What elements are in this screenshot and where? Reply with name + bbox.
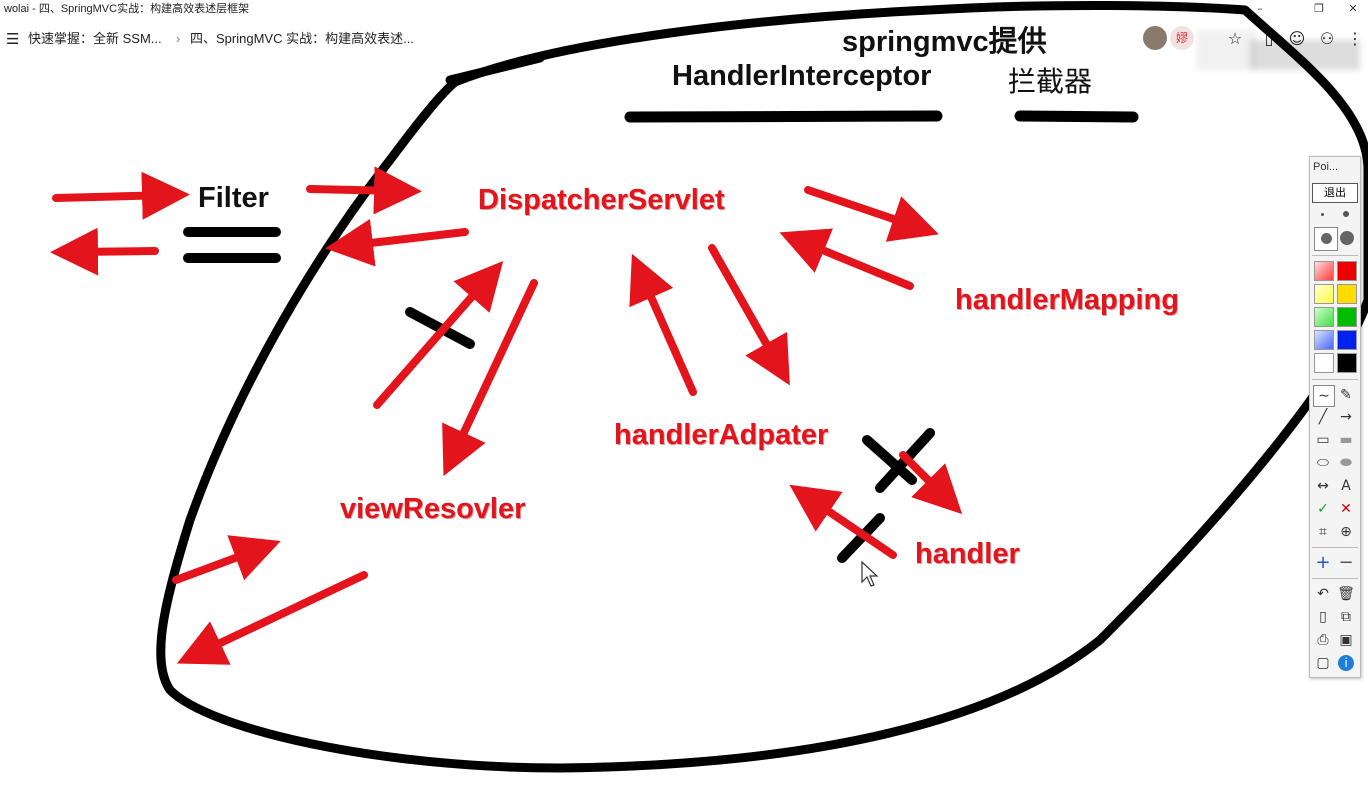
screenshot-icon[interactable]: ▢	[1316, 655, 1330, 671]
user-icon[interactable]: ⚇	[1319, 29, 1335, 48]
arrow-dispatcher-to-adapter	[708, 244, 790, 386]
more-icon[interactable]: ⋮	[1347, 29, 1363, 48]
diagram-title-springmvc: springmvc提供	[842, 26, 1047, 58]
color-swatch-light-green[interactable]	[1314, 307, 1334, 327]
menu-icon[interactable]: ☰	[6, 30, 20, 48]
cross-mark-icon[interactable]: ✕	[1340, 501, 1352, 517]
arrow-filter-to-dispatcher	[306, 166, 422, 215]
pen-size-selected[interactable]	[1314, 227, 1338, 251]
info-icon[interactable]: i	[1338, 655, 1354, 671]
pointofix-toolbar: Poi... 退出 ∼ ✎ ╱ → ▭ ▬ ⬭ ⬬ ↔ A ✓ ✕ ⌗ ⊕ + …	[1309, 156, 1361, 678]
avatar-secondary[interactable]: 嫪	[1170, 26, 1194, 50]
eraser-icon[interactable]: ✎	[1340, 387, 1352, 403]
breadcrumb-item-course[interactable]: 快速掌握：全新 SSM...	[28, 31, 162, 46]
window-title-bar: wolai - 四、SpringMVC实战：构建高效表述层框架 – ❐ ✕	[0, 0, 1368, 18]
arrow-adapter-to-dispatcher	[629, 253, 697, 396]
copy-icon[interactable]: ⧉	[1341, 609, 1351, 625]
filled-ellipse-icon[interactable]: ⬬	[1340, 455, 1352, 471]
label-dispatcher-servlet: DispatcherServlet	[478, 184, 725, 216]
arrow-tool-icon[interactable]: →	[1340, 409, 1352, 425]
arrow-adapter-to-handler	[899, 451, 963, 515]
label-handler-adapter: handlerAdpater	[614, 419, 829, 451]
arrow-request-in	[52, 171, 190, 220]
comment-icon[interactable]: ☺	[1288, 29, 1306, 48]
avatar[interactable]	[1143, 26, 1167, 50]
arrow-dispatcher-to-resolver	[442, 279, 538, 477]
exit-button[interactable]: 退出	[1312, 183, 1358, 203]
close-icon[interactable]: ✕	[1348, 2, 1358, 15]
color-swatch-light-blue[interactable]	[1314, 330, 1334, 350]
filled-rectangle-icon[interactable]: ▬	[1339, 432, 1353, 448]
pointer-cursor-icon	[861, 560, 879, 587]
new-page-icon[interactable]: ▯	[1319, 609, 1327, 625]
zoom-icon[interactable]: ⊕	[1340, 524, 1352, 540]
arrow-resolver-to-dispatcher	[373, 260, 504, 409]
checkmark-icon[interactable]: ✓	[1317, 501, 1329, 517]
block-mark-handler-1b	[862, 435, 917, 485]
color-swatch-yellow[interactable]	[1337, 284, 1357, 304]
label-interceptor-cn: 拦截器	[1008, 65, 1093, 98]
arrow-dispatcher-to-mapping	[804, 186, 939, 242]
black-outline-loop	[156, 0, 1368, 773]
crop-icon[interactable]: ⌗	[1319, 524, 1327, 540]
label-handler: handler	[915, 538, 1020, 570]
pen-size-large-icon[interactable]	[1340, 231, 1354, 245]
arrow-response-out	[50, 227, 159, 276]
line-tool-icon[interactable]: ╱	[1318, 409, 1328, 425]
color-swatch-green[interactable]	[1337, 307, 1357, 327]
save-icon[interactable]: ▣	[1339, 632, 1353, 648]
star-icon[interactable]: ☆	[1227, 29, 1243, 48]
text-tool-icon[interactable]: A	[1341, 478, 1351, 494]
color-swatch-red[interactable]	[1337, 261, 1357, 281]
color-swatch-light-yellow[interactable]	[1314, 284, 1334, 304]
pen-size-medium-icon[interactable]	[1343, 211, 1349, 217]
minimize-icon[interactable]: –	[1257, 2, 1263, 15]
ellipse-tool-icon[interactable]: ⬭	[1317, 455, 1329, 471]
underline-cn	[1014, 110, 1139, 123]
breadcrumb-item-chapter[interactable]: 四、SpringMVC 实战：构建高效表述...	[190, 31, 414, 46]
plus-icon[interactable]: +	[1315, 552, 1331, 573]
pen-size-small-icon[interactable]	[1321, 213, 1324, 216]
minus-icon[interactable]: −	[1338, 552, 1354, 573]
arrow-view-in	[172, 535, 281, 584]
watermark-blur	[1196, 30, 1256, 70]
label-handler-interceptor: HandlerInterceptor	[672, 60, 932, 92]
arrow-dispatcher-to-filter	[325, 218, 469, 267]
color-swatch-light-red[interactable]	[1314, 261, 1334, 281]
arrow-view-out	[176, 571, 368, 665]
underline-interceptor	[624, 110, 943, 123]
label-filter: Filter	[198, 182, 269, 214]
black-stroke-top	[445, 53, 545, 85]
color-swatch-black[interactable]	[1337, 353, 1357, 373]
label-handler-mapping: handlerMapping	[955, 284, 1179, 316]
print-icon[interactable]: ⎙	[1317, 632, 1329, 648]
double-arrow-icon[interactable]: ↔	[1317, 478, 1329, 494]
freehand-icon[interactable]: ∼	[1313, 385, 1335, 407]
book-icon[interactable]: ▯	[1264, 29, 1274, 48]
arrow-handler-to-adapter	[789, 484, 897, 559]
rectangle-tool-icon[interactable]: ▭	[1316, 432, 1330, 448]
arrow-mapping-to-dispatcher	[779, 228, 914, 290]
toolbar-title: Poi...	[1313, 161, 1339, 173]
chevron-right-icon: ›	[176, 31, 181, 46]
trash-icon[interactable]: 🗑	[1337, 586, 1355, 602]
undo-icon[interactable]: ↶	[1317, 586, 1329, 602]
color-swatch-white[interactable]	[1314, 353, 1334, 373]
window-title: wolai - 四、SpringMVC实战：构建高效表述层框架	[4, 3, 250, 15]
color-swatch-blue[interactable]	[1337, 330, 1357, 350]
restore-icon[interactable]: ❐	[1314, 2, 1324, 15]
label-view-resolver: viewResovler	[340, 493, 526, 525]
